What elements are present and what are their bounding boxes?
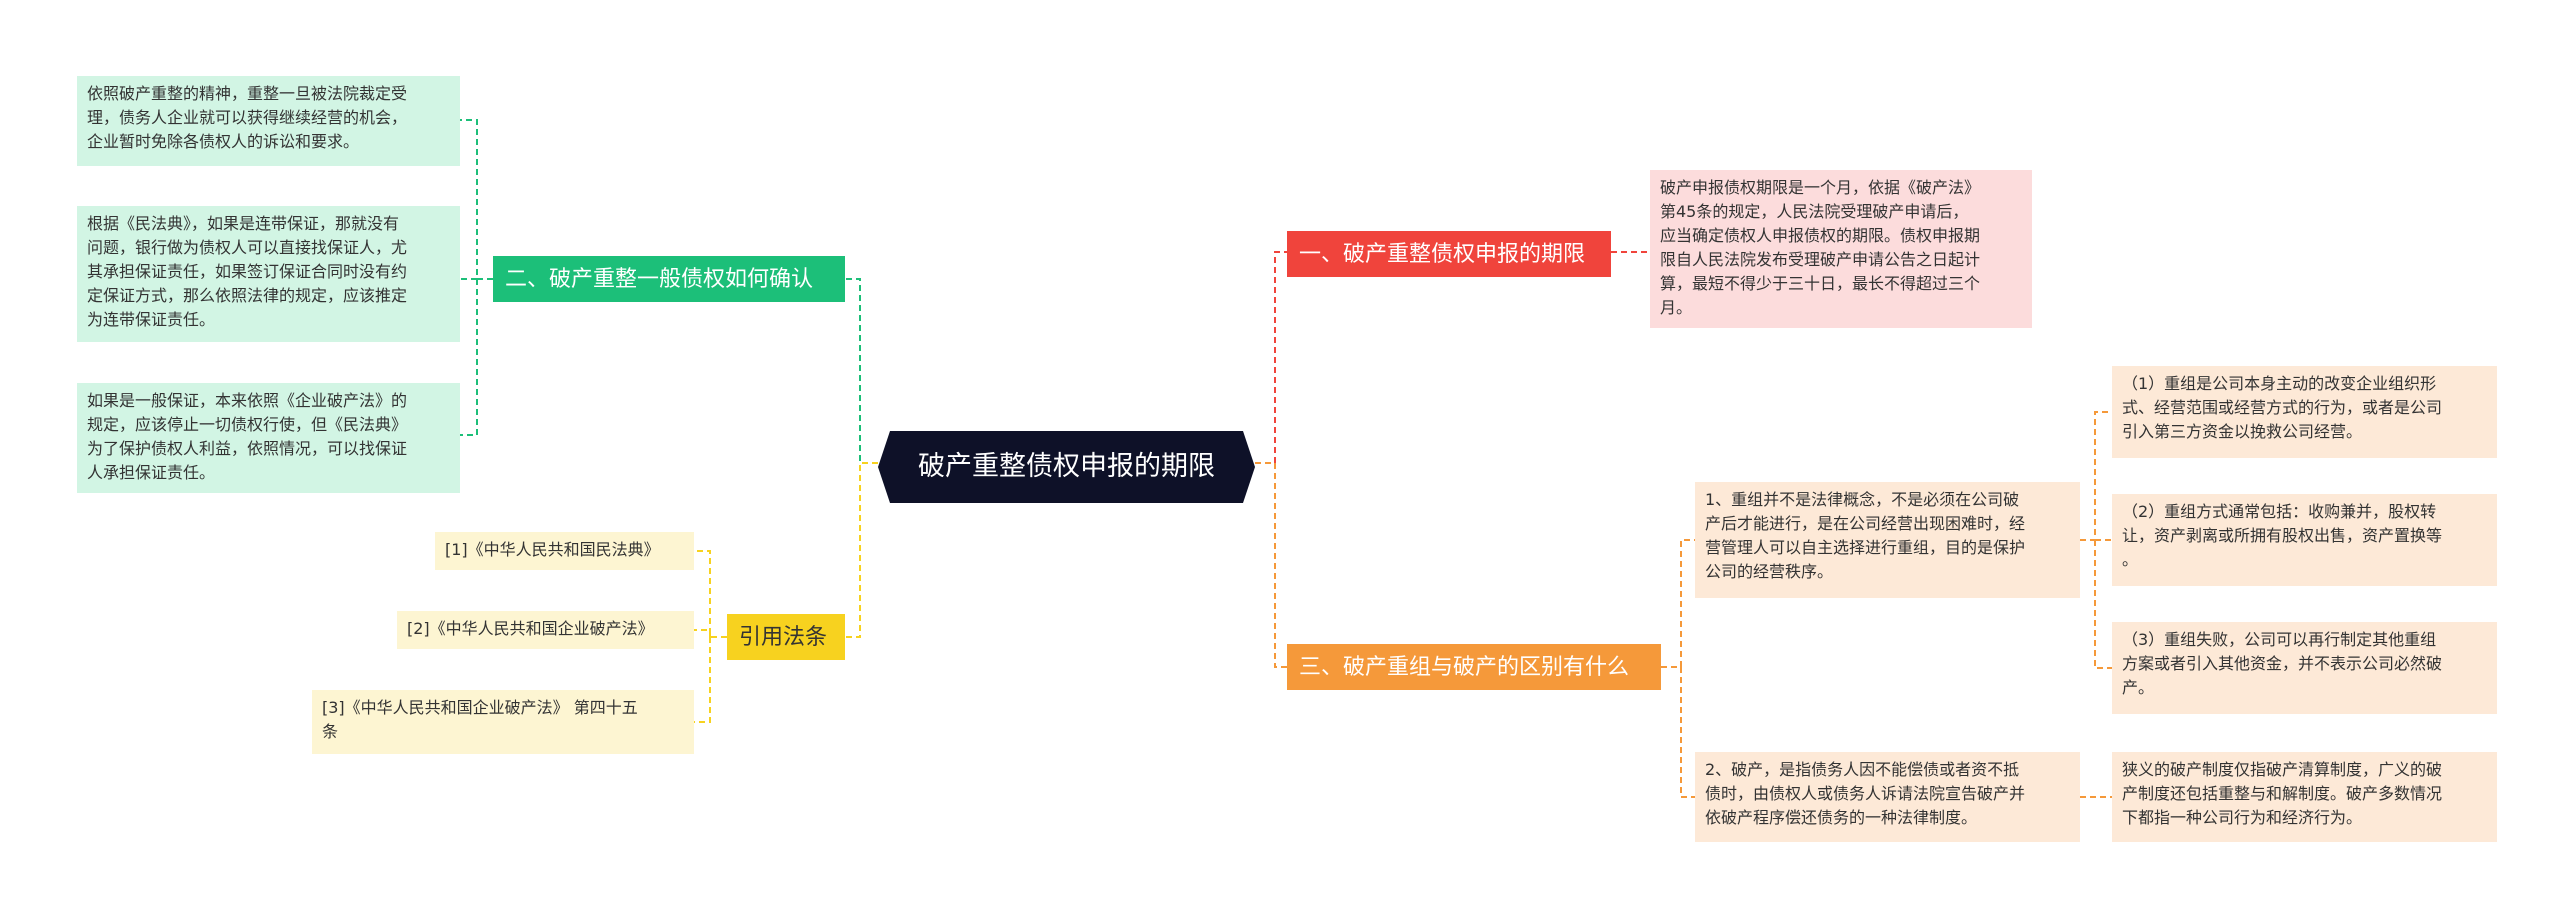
connector-sub1-leaves bbox=[2080, 411, 2112, 669]
claim-confirmation-detail-2[interactable]: 根据《民法典》，如果是连带保证，那就没有 问题，银行做为债权人可以直接找保证人，… bbox=[77, 206, 460, 342]
connector-root-b2 bbox=[845, 278, 878, 464]
branch-citations[interactable]: 引用法条 bbox=[727, 614, 845, 660]
connector-b2-leaves bbox=[460, 119, 493, 436]
restructure-definition[interactable]: 1、重组并不是法律概念，不是必须在公司破 产后才能进行，是在公司经营出现困难时，… bbox=[1695, 482, 2080, 598]
connector-b4-items bbox=[694, 550, 727, 723]
restructure-point-2[interactable]: （2）重组方式通常包括：收购兼并，股权转 让，资产剥离或所拥有股权出售，资产置换… bbox=[2112, 494, 2497, 586]
restructure-point-3[interactable]: （3）重组失败，公司可以再行制定其他重组 方案或者引入其他资金，并不表示公司必然… bbox=[2112, 622, 2497, 714]
bankruptcy-definition[interactable]: 2、破产，是指债务人因不能偿债或者资不抵 债时，由债权人或债务人诉请法院宣告破产… bbox=[1695, 752, 2080, 842]
connector-root-b3 bbox=[1255, 462, 1287, 668]
citation-2[interactable]: [2]《中华人民共和国企业破产法》 bbox=[397, 611, 694, 649]
claim-confirmation-detail-3[interactable]: 如果是一般保证，本来依照《企业破产法》的 规定，应该停止一切债权行使，但《民法典… bbox=[77, 383, 460, 493]
root-topic[interactable]: 破产重整债权申报的期限 bbox=[878, 431, 1255, 503]
branch-restructure-vs-bankruptcy[interactable]: 三、破产重组与破产的区别有什么 bbox=[1287, 644, 1661, 690]
connector-root-b4 bbox=[845, 462, 878, 638]
restructure-point-1[interactable]: （1）重组是公司本身主动的改变企业组织形 式、经营范围或经营方式的行为，或者是公… bbox=[2112, 366, 2497, 458]
connector-root-b1 bbox=[1255, 251, 1287, 464]
citation-1[interactable]: [1]《中华人民共和国民法典》 bbox=[435, 532, 694, 570]
connector-b3-subs bbox=[1661, 539, 1695, 798]
filing-period-detail[interactable]: 破产申报债权期限是一个月，依据《破产法》 第45条的规定，人民法院受理破产申请后… bbox=[1650, 170, 2032, 328]
branch-filing-period[interactable]: 一、破产重整债权申报的期限 bbox=[1287, 231, 1611, 277]
bankruptcy-system-note[interactable]: 狭义的破产制度仅指破产清算制度，广义的破 产制度还包括重整与和解制度。破产多数情… bbox=[2112, 752, 2497, 842]
claim-confirmation-detail-1[interactable]: 依照破产重整的精神，重整一旦被法院裁定受 理，债务人企业就可以获得继续经营的机会… bbox=[77, 76, 460, 166]
branch-claim-confirmation[interactable]: 二、破产重整一般债权如何确认 bbox=[493, 256, 845, 302]
citation-3[interactable]: [3]《中华人民共和国企业破产法》 第四十五 条 bbox=[312, 690, 694, 754]
